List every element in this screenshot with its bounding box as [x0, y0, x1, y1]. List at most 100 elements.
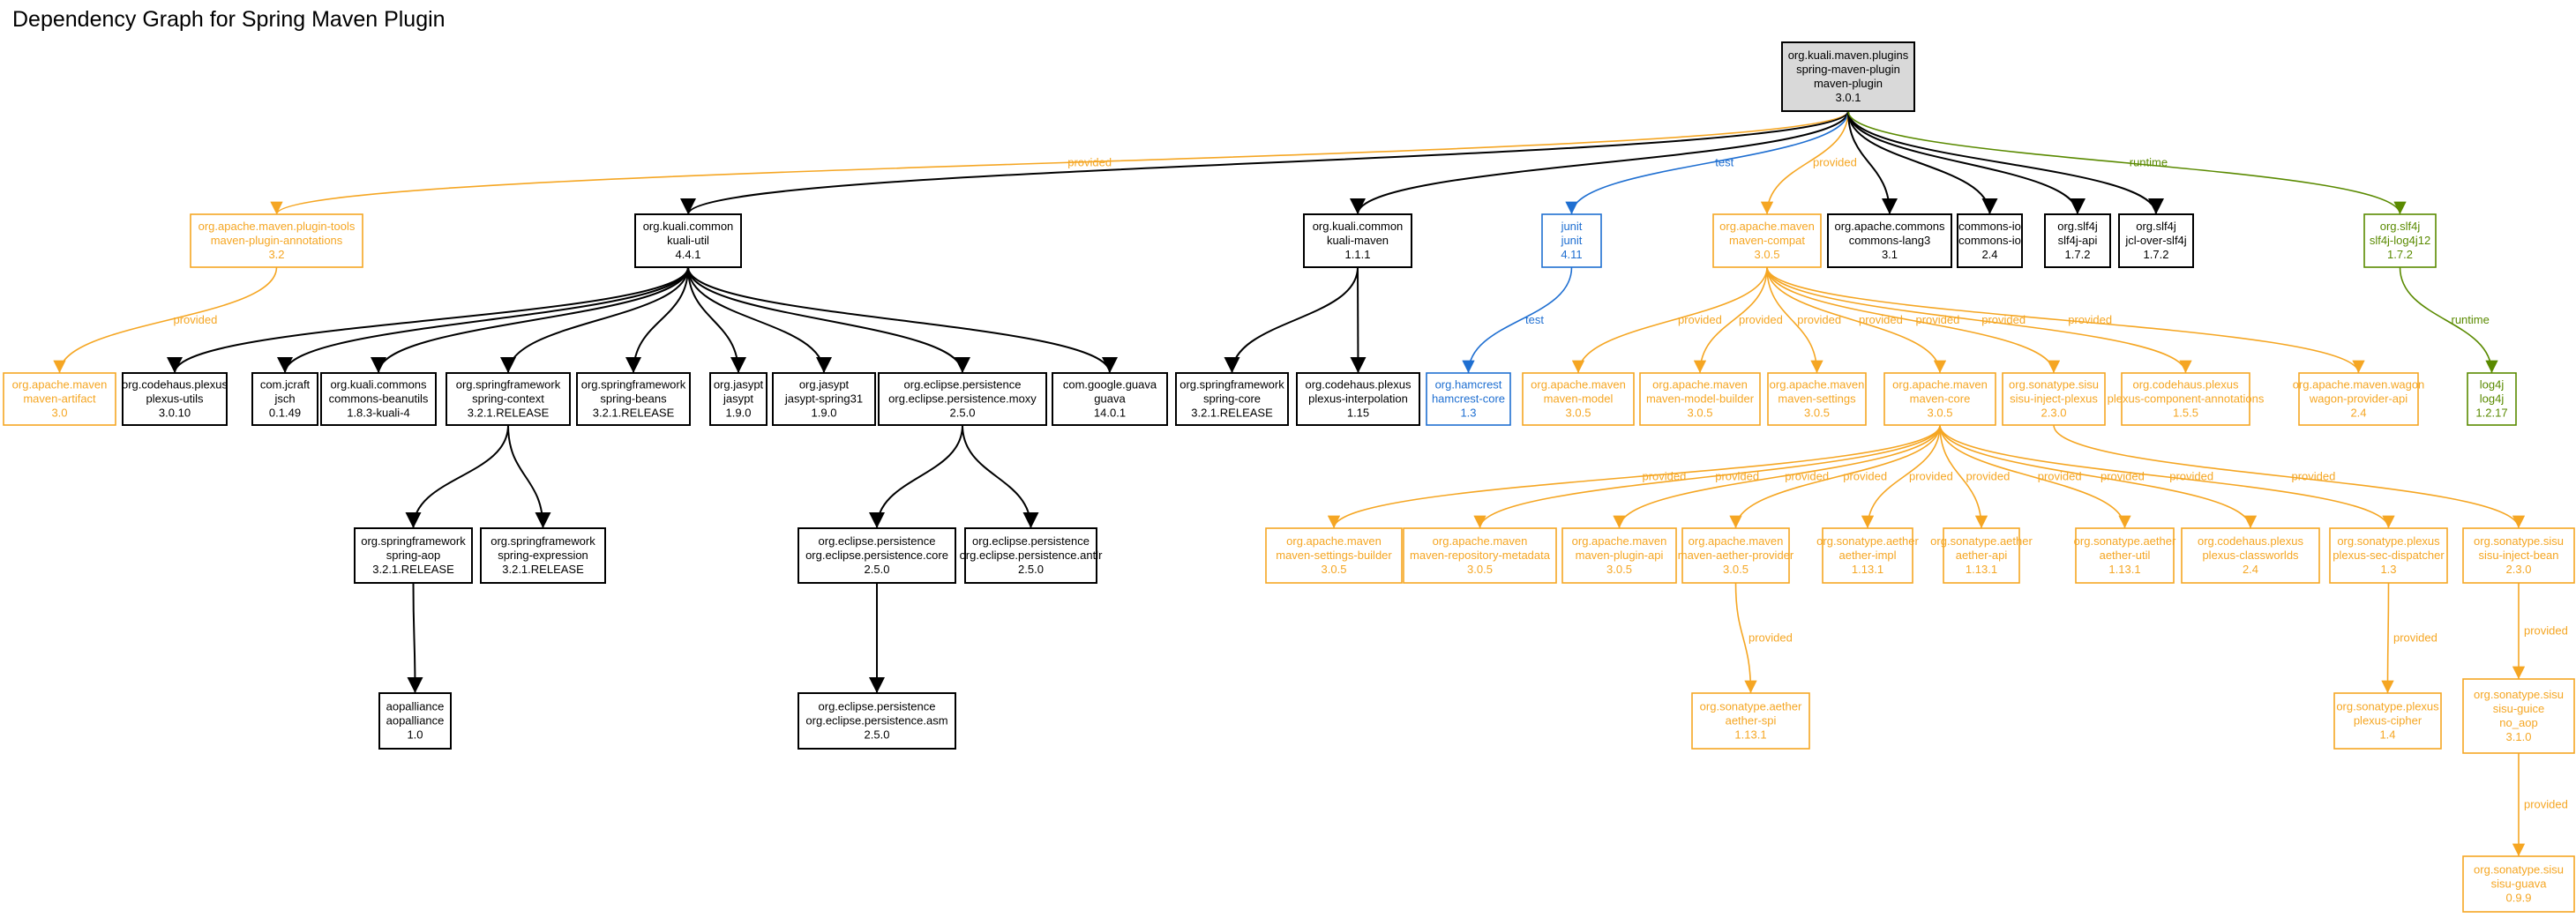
node-root: org.kuali.maven.pluginsspring-maven-plug… [1781, 41, 1915, 112]
node-label-line: 4.11 [1561, 248, 1582, 261]
edge-moxy-epantlr [962, 424, 1039, 529]
node-label-line: 2.4 [1981, 248, 1997, 261]
node-label-line: kuali-maven [1327, 234, 1389, 247]
node-box [2333, 692, 2442, 750]
edge-label: provided [2169, 470, 2213, 483]
edge-kutil-moxy [687, 266, 970, 374]
edge-label: provided [1067, 156, 1112, 169]
node-label-line: maven-aether-provider [1678, 549, 1794, 562]
edge-mcore-mpapi [1613, 424, 1941, 529]
node-label-line: org.springframework [361, 534, 466, 548]
edge-psd-pcipher [2381, 582, 2394, 694]
node-label-line: org.apache.commons [1834, 220, 1945, 233]
node-label-line: 3.0.5 [1928, 407, 1953, 420]
edge-mcompat-msettings [1766, 266, 1823, 374]
edge-label: runtime [2130, 156, 2168, 169]
node-box [878, 372, 1047, 426]
edge-label: provided [2524, 798, 2568, 811]
node-map: org.apache.mavenmaven-aether-provider3.0… [1678, 527, 1794, 584]
node-pinterp: org.codehaus.plexusplexus-interpolation1… [1296, 372, 1420, 426]
node-box [1822, 527, 1913, 584]
edge-label: provided [1749, 631, 1793, 645]
node-mrm: org.apache.mavenmaven-repository-metadat… [1403, 527, 1557, 584]
node-box [354, 527, 473, 584]
edge-junit-hamcrest [1462, 266, 1573, 374]
node-label-line: maven-plugin-api [1576, 549, 1664, 562]
node-box [2462, 855, 2575, 913]
node-label-line: 3.0.5 [1566, 407, 1591, 420]
edge-mcore-msb [1327, 424, 1941, 529]
edge-label: provided [1643, 470, 1687, 483]
node-saop: org.springframeworkspring-aop3.2.1.RELEA… [354, 527, 473, 584]
edge-label: test [1715, 156, 1734, 169]
edge-kutil-guava [687, 266, 1118, 374]
node-sexpr: org.springframeworkspring-expression3.2.… [480, 527, 606, 584]
node-label-line: jsch [273, 392, 295, 406]
edge-kutil-putils [167, 266, 689, 374]
node-label-line: aether-util [2100, 549, 2151, 562]
node-label-line: org.sonatype.aether [1700, 700, 1802, 713]
edge-label: provided [2292, 470, 2336, 483]
node-box [446, 372, 571, 426]
node-label-line: 1.13.1 [1852, 563, 1883, 576]
node-label-line: 1.9.0 [812, 407, 837, 420]
node-label-line: org.apache.maven [1433, 534, 1528, 548]
node-label-line: org.kuali.common [1313, 220, 1404, 233]
node-pca: org.codehaus.plexusplexus-component-anno… [2108, 372, 2265, 426]
node-label-line: org.springframework [490, 534, 595, 548]
node-label-line: slf4j-log4j12 [2370, 234, 2430, 247]
node-label-line: 1.9.0 [726, 407, 752, 420]
edge-log4j12-log4j [2399, 266, 2498, 374]
node-label-line: 3.0.10 [159, 407, 191, 420]
node-label-line: org.sonatype.sisu [2474, 534, 2564, 548]
node-label-line: com.google.guava [1063, 378, 1157, 392]
edge-root-slf4japi [1847, 110, 2086, 215]
edge-label: provided [1715, 470, 1759, 483]
node-label-line: org.sonatype.plexus [2336, 700, 2439, 713]
node-label-line: 1.13.1 [1966, 563, 1997, 576]
node-label-line: com.jcraft [260, 378, 311, 392]
node-label-line: maven-plugin-annotations [211, 234, 343, 247]
node-label-line: plexus-cipher [2354, 714, 2422, 728]
node-label-line: org.sonatype.aether [1816, 534, 1919, 548]
node-label-line: aopalliance [386, 700, 445, 713]
node-label-line: 2.3.0 [2041, 407, 2067, 420]
node-sctx: org.springframeworkspring-context3.2.1.R… [446, 372, 571, 426]
node-label-line: jcl-over-slf4j [2124, 234, 2186, 247]
node-label-line: guava [1094, 392, 1126, 406]
edge-label: provided [2524, 624, 2568, 638]
node-label-line: maven-model-builder [1646, 392, 1755, 406]
node-label-line: org.sonatype.aether [2074, 534, 2176, 548]
edge-root-kutil [680, 110, 1849, 215]
node-label-line: 3.2.1.RELEASE [468, 407, 550, 420]
node-label-line: maven-artifact [23, 392, 96, 406]
node-label-line: 2.4 [2243, 563, 2258, 576]
node-label-line: org.apache.maven [1572, 534, 1667, 548]
edge-label: provided [1813, 156, 1857, 169]
node-label-line: org.sonatype.aether [1930, 534, 2033, 548]
node-label-line: org.jasypt [714, 378, 764, 392]
node-label-line: org.jasypt [799, 378, 850, 392]
edge-mcore-aapi [1939, 424, 1988, 529]
edge-root-log4j12 [1847, 110, 2407, 215]
node-label-line: 3.1.0 [2506, 730, 2532, 743]
edge-kutil-sbeans [625, 266, 689, 374]
node-label-line: maven-settings [1778, 392, 1856, 406]
node-score: org.springframeworkspring-core3.2.1.RELE… [1175, 372, 1289, 426]
edge-root-kmaven [1350, 110, 1849, 215]
node-label-line: 1.7.2 [2065, 248, 2091, 261]
edge-root-junit [1565, 110, 1849, 215]
node-box [378, 692, 452, 750]
